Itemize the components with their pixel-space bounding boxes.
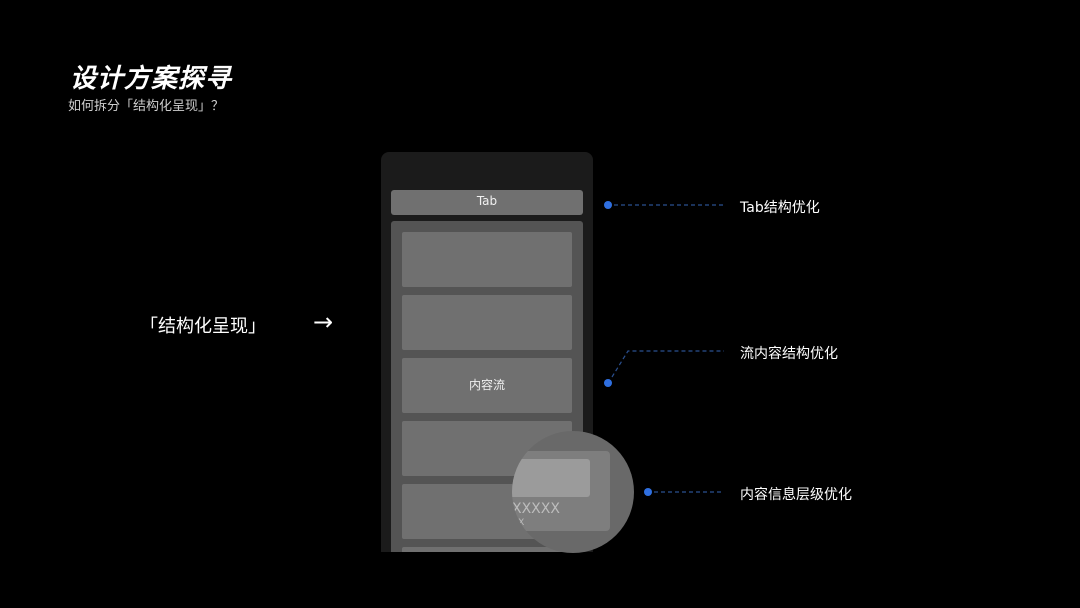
annotation-label-info: 内容信息层级优化 (740, 487, 852, 503)
feed-card (402, 295, 572, 350)
feed-card (402, 547, 572, 552)
concept-label: 「结构化呈现」 (140, 316, 266, 337)
magnified-image-block (512, 459, 590, 497)
annotation-label-feed: 流内容结构优化 (740, 346, 838, 362)
annotation-dot-feed (604, 379, 612, 387)
content-feed: 内容流 (391, 221, 583, 552)
tab-bar: Tab (391, 190, 583, 215)
right-arrow-icon: → (313, 308, 334, 336)
annotation-dot-tab (604, 201, 612, 209)
annotation-dot-info (644, 488, 652, 496)
annotation-label-tab: Tab结构优化 (740, 200, 820, 216)
feed-card (402, 232, 572, 287)
feed-card-labeled: 内容流 (402, 358, 572, 413)
magnified-meta-text: XX (512, 518, 525, 528)
annotation-line-feed (611, 350, 724, 378)
magnified-card: XXXXX XX (512, 451, 610, 531)
magnified-title-text: XXXXX (512, 501, 560, 517)
phone-wireframe: Tab 内容流 (381, 152, 593, 552)
page-title: 设计方案探寻 (70, 64, 233, 94)
magnifier-lens: XXXXX XX (512, 431, 634, 553)
page-subtitle: 如何拆分「结构化呈现」？ (68, 99, 225, 114)
